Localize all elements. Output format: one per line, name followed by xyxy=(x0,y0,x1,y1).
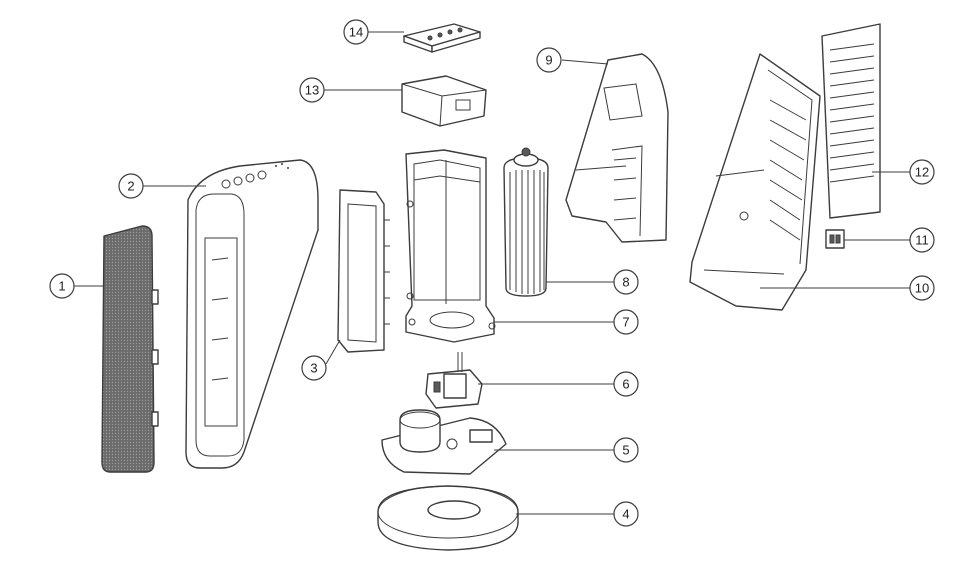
part-10-rear-housing xyxy=(689,53,821,311)
callout-10: 10 xyxy=(909,275,935,301)
callout-10-label: 10 xyxy=(915,281,929,296)
part-14-control-board xyxy=(403,23,481,53)
callout-11-label: 11 xyxy=(915,233,929,248)
part-6-motor-unit xyxy=(425,352,483,409)
callout-7: 7 xyxy=(613,309,639,335)
callout-1: 1 xyxy=(49,273,75,299)
callout-13-label: 13 xyxy=(305,83,319,98)
callout-8-label: 8 xyxy=(622,275,629,290)
part-12-rear-grille xyxy=(821,23,881,219)
callout-2-label: 2 xyxy=(127,179,134,194)
control-button-icons xyxy=(221,163,289,189)
part-1-front-mesh-cover xyxy=(101,225,159,473)
part-7-inner-chassis xyxy=(405,149,496,343)
callout-12: 12 xyxy=(909,159,935,185)
callout-3: 3 xyxy=(301,355,327,381)
callout-3-label: 3 xyxy=(310,361,317,376)
callout-5: 5 xyxy=(613,437,639,463)
callout-6: 6 xyxy=(613,371,639,397)
callout-5-label: 5 xyxy=(622,443,629,458)
part-9-rear-inner-panel xyxy=(565,53,669,243)
callout-2: 2 xyxy=(118,173,144,199)
callout-13: 13 xyxy=(299,77,325,103)
callout-4-label: 4 xyxy=(622,507,629,522)
part-5-motor-base xyxy=(381,409,507,475)
part-11-switch xyxy=(825,229,845,249)
part-2-front-housing xyxy=(185,159,319,469)
callout-1-label: 1 xyxy=(58,279,65,294)
part-13-control-box xyxy=(401,75,487,127)
callout-14-label: 14 xyxy=(349,25,363,40)
leader-lines xyxy=(74,31,910,515)
part-3-filter-frame xyxy=(337,189,390,353)
callout-7-label: 7 xyxy=(622,315,629,330)
callout-4: 4 xyxy=(613,501,639,527)
callout-12-label: 12 xyxy=(915,165,929,180)
callout-6-label: 6 xyxy=(622,377,629,392)
callout-8: 8 xyxy=(613,269,639,295)
callout-11: 11 xyxy=(909,227,935,253)
callout-9: 9 xyxy=(536,47,562,73)
callout-14: 14 xyxy=(343,19,369,45)
callout-9-label: 9 xyxy=(545,53,552,68)
part-8-cylinder-filter xyxy=(503,147,549,297)
part-4-base-ring xyxy=(377,485,519,551)
